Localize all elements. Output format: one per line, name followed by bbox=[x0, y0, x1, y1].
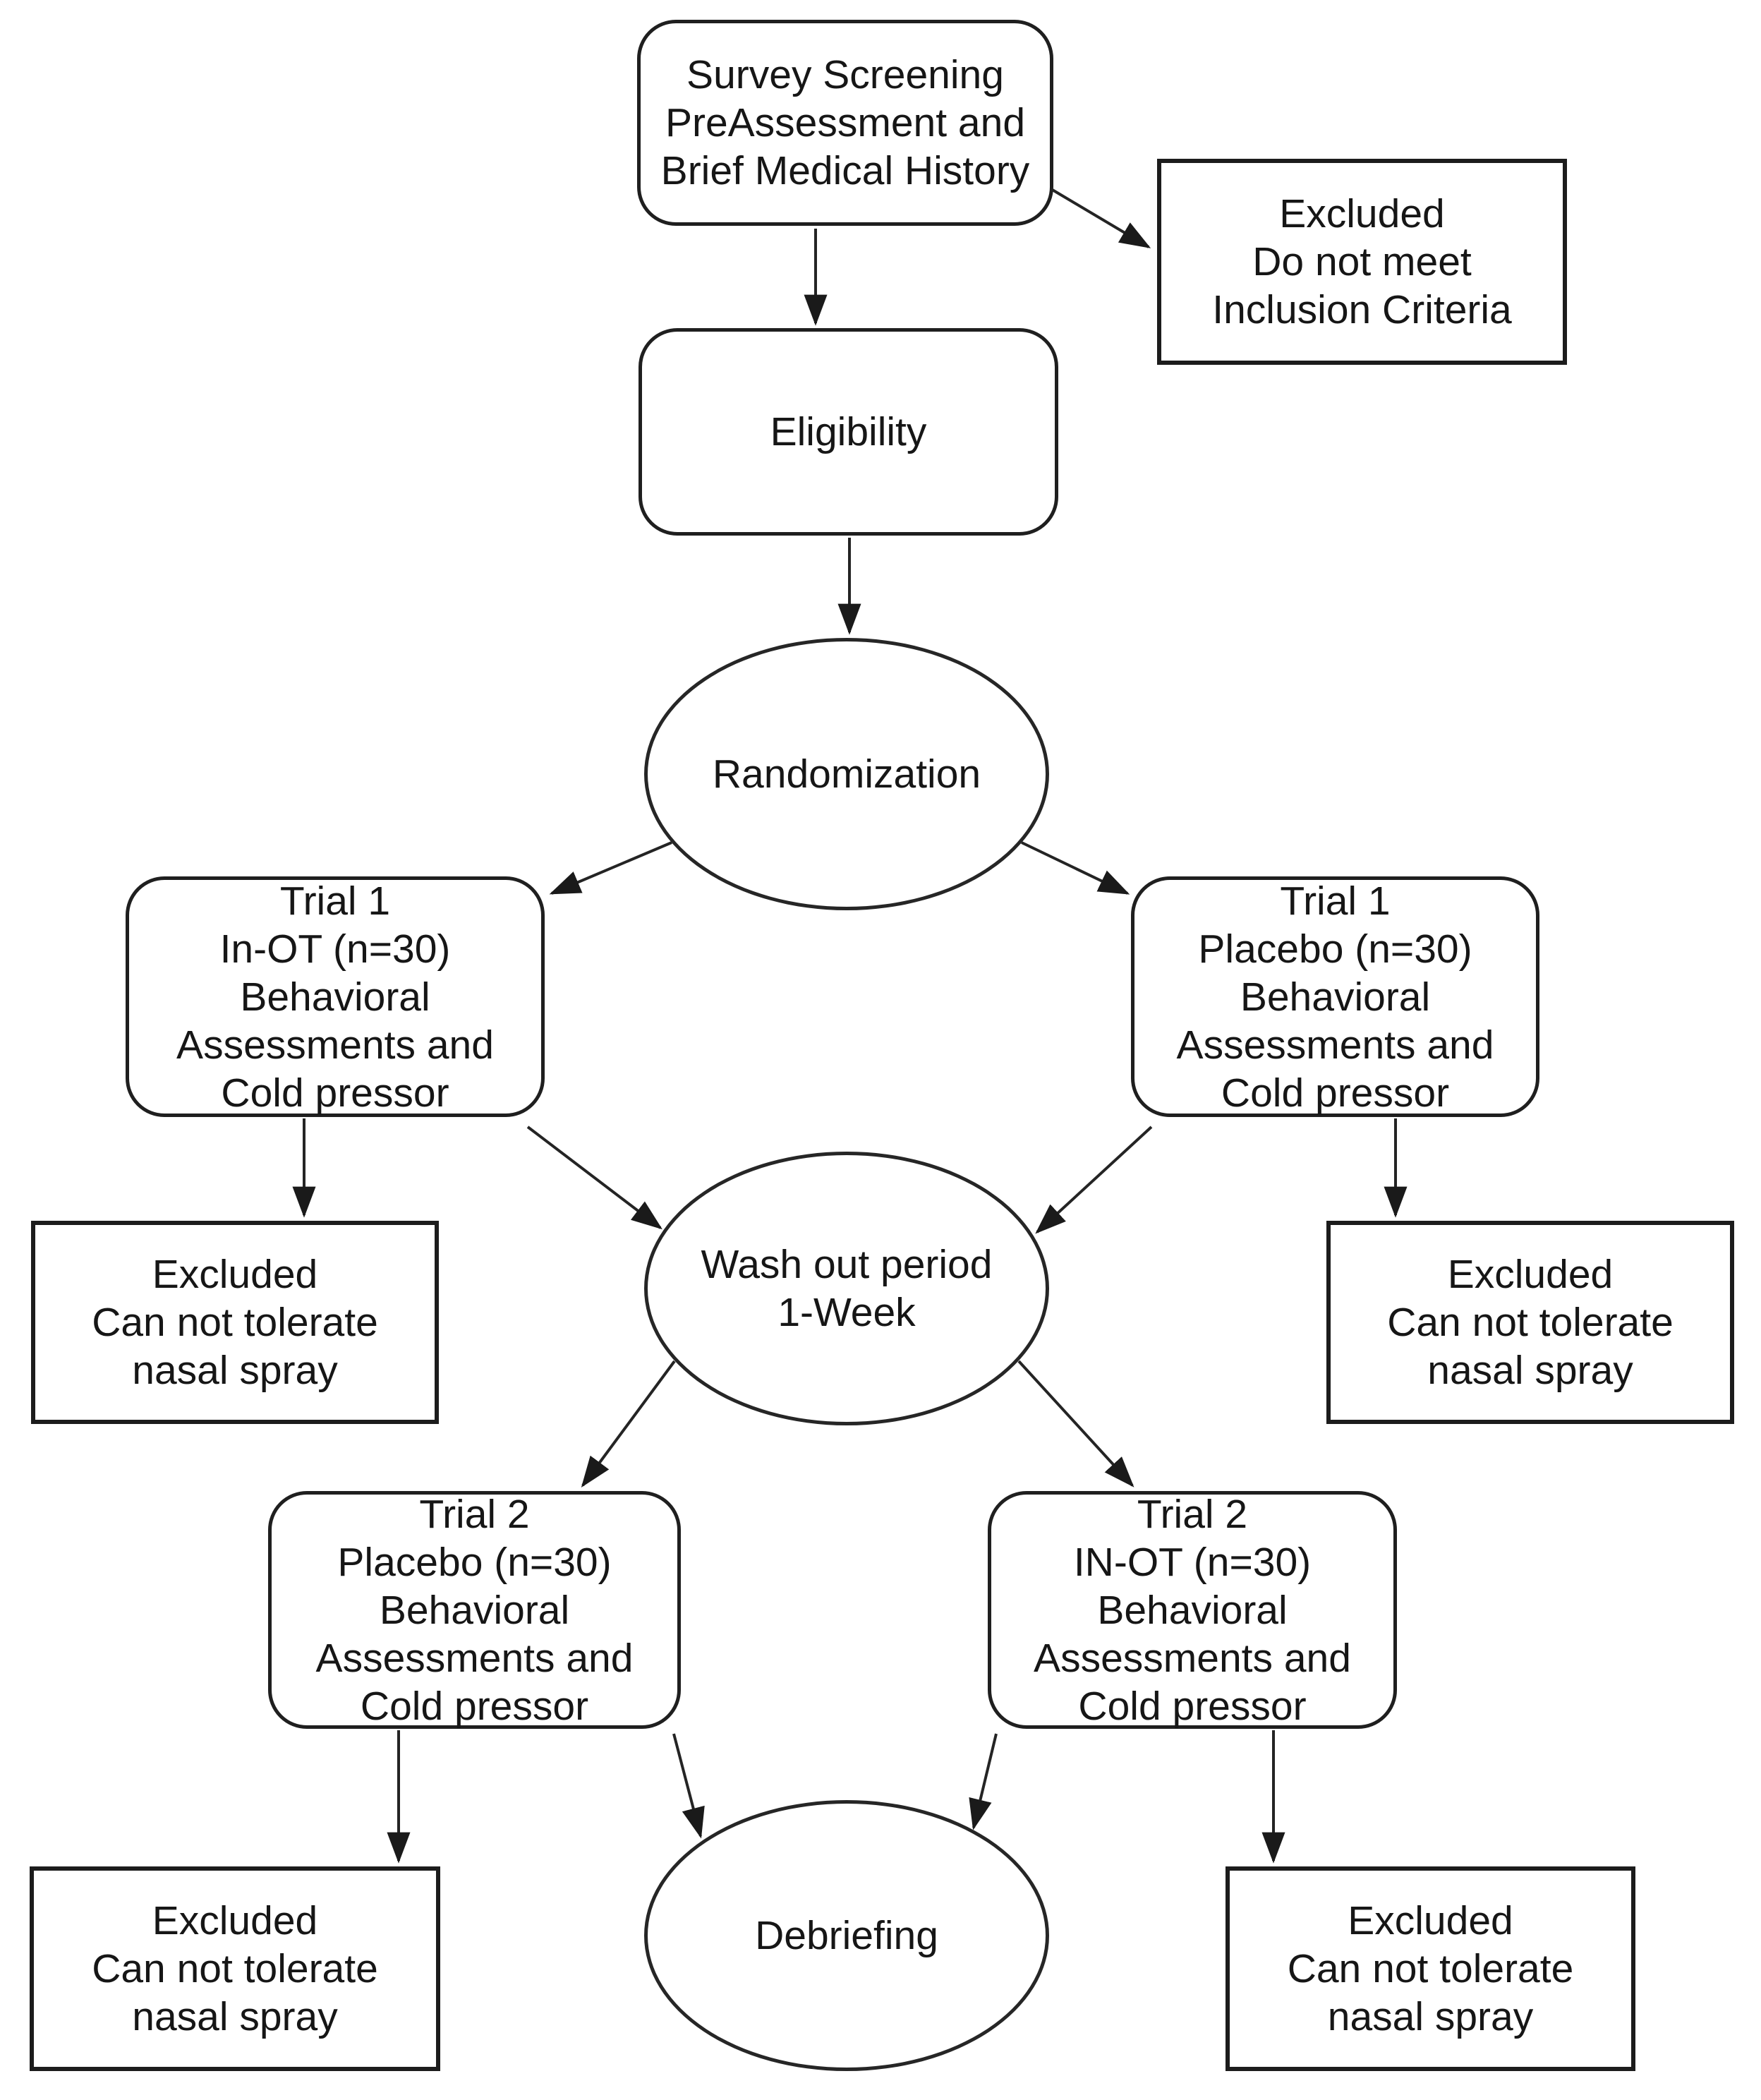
text-line: Excluded bbox=[1447, 1252, 1614, 1297]
text-line: Cold pressor bbox=[1221, 1070, 1450, 1116]
text-line: Placebo (n=30) bbox=[337, 1539, 612, 1585]
text-line: nasal spray bbox=[1327, 1994, 1534, 2039]
node-debriefing: Debriefing bbox=[644, 1800, 1049, 2071]
text-line: Brief Medical History bbox=[660, 148, 1030, 193]
text-line: Cold pressor bbox=[221, 1070, 449, 1116]
node-excluded-inclusion-criteria: Excluded Do not meet Inclusion Criteria bbox=[1157, 159, 1567, 365]
text-line: Can not tolerate bbox=[1287, 1946, 1574, 1991]
node-excluded-nasal-spray-mid-left: Excluded Can not tolerate nasal spray bbox=[31, 1221, 439, 1424]
node-survey-screening: Survey Screening PreAssessment and Brief… bbox=[637, 20, 1053, 226]
text-line: Trial 2 bbox=[419, 1491, 530, 1537]
text-line: Placebo (n=30) bbox=[1198, 926, 1472, 972]
node-trial2-in-ot: Trial 2 IN-OT (n=30) Behavioral Assessme… bbox=[988, 1491, 1397, 1729]
text-line: 1-Week bbox=[777, 1290, 916, 1335]
arrow-trial1-placebo-to-washout bbox=[1035, 1126, 1153, 1234]
text-line: Excluded bbox=[1348, 1898, 1513, 1943]
arrow-randomization-to-trial1-in-ot bbox=[549, 841, 672, 895]
arrow-trial1-in-ot-to-washout bbox=[526, 1126, 662, 1230]
text-line: Can not tolerate bbox=[92, 1300, 378, 1345]
text-line: Trial 1 bbox=[1280, 878, 1391, 924]
node-trial2-placebo: Trial 2 Placebo (n=30) Behavioral Assess… bbox=[268, 1491, 681, 1729]
node-trial1-placebo: Trial 1 Placebo (n=30) Behavioral Assess… bbox=[1131, 876, 1539, 1117]
text-line: Trial 1 bbox=[279, 878, 391, 924]
text-line: Behavioral bbox=[240, 974, 430, 1020]
text-line: Cold pressor bbox=[360, 1683, 589, 1729]
node-excluded-nasal-spray-bottom-left: Excluded Can not tolerate nasal spray bbox=[30, 1866, 440, 2071]
arrow-washout-to-trial2-placebo bbox=[581, 1360, 676, 1488]
text-line: nasal spray bbox=[132, 1994, 338, 2039]
text-line: Cold pressor bbox=[1078, 1683, 1307, 1729]
node-excluded-nasal-spray-mid-right: Excluded Can not tolerate nasal spray bbox=[1326, 1221, 1734, 1424]
node-excluded-nasal-spray-bottom-right: Excluded Can not tolerate nasal spray bbox=[1226, 1866, 1635, 2071]
text-line: Excluded bbox=[152, 1898, 318, 1943]
text-line: Assessments and bbox=[1176, 1022, 1494, 1068]
text-line: Do not meet bbox=[1252, 239, 1472, 284]
text-line: Eligibility bbox=[770, 409, 927, 454]
node-eligibility: Eligibility bbox=[639, 328, 1058, 536]
text-line: nasal spray bbox=[1427, 1348, 1633, 1393]
text-line: Behavioral bbox=[1097, 1587, 1288, 1633]
text-line: Assessments and bbox=[1034, 1635, 1351, 1681]
text-line: Debriefing bbox=[755, 1913, 938, 1958]
text-line: Randomization bbox=[712, 752, 981, 797]
text-line: Inclusion Criteria bbox=[1212, 287, 1512, 332]
arrow-survey-to-excluded-top bbox=[1050, 188, 1151, 248]
text-line: Can not tolerate bbox=[1387, 1300, 1674, 1345]
arrow-trial2-placebo-to-debriefing bbox=[672, 1733, 705, 1839]
text-line: nasal spray bbox=[132, 1348, 338, 1393]
text-line: Excluded bbox=[152, 1252, 318, 1297]
text-line: Trial 2 bbox=[1137, 1491, 1248, 1537]
arrow-washout-to-trial2-in-ot bbox=[1017, 1360, 1134, 1488]
text-line: Wash out period bbox=[701, 1242, 993, 1287]
text-line: Assessments and bbox=[176, 1022, 494, 1068]
arrow-randomization-to-trial1-placebo bbox=[1021, 841, 1130, 895]
text-line: Excluded bbox=[1279, 191, 1445, 236]
text-line: Behavioral bbox=[1240, 974, 1431, 1020]
arrow-trial2-in-ot-to-debriefing bbox=[969, 1733, 998, 1830]
text-line: Behavioral bbox=[379, 1587, 570, 1633]
text-line: In-OT (n=30) bbox=[219, 926, 451, 972]
node-washout-period: Wash out period 1-Week bbox=[644, 1152, 1049, 1425]
text-line: Survey Screening bbox=[686, 52, 1004, 97]
text-line: Can not tolerate bbox=[92, 1946, 378, 1991]
text-line: IN-OT (n=30) bbox=[1073, 1539, 1312, 1585]
text-line: PreAssessment and bbox=[665, 100, 1026, 145]
node-randomization: Randomization bbox=[644, 638, 1049, 910]
text-line: Assessments and bbox=[315, 1635, 634, 1681]
node-trial1-in-ot: Trial 1 In-OT (n=30) Behavioral Assessme… bbox=[126, 876, 545, 1117]
